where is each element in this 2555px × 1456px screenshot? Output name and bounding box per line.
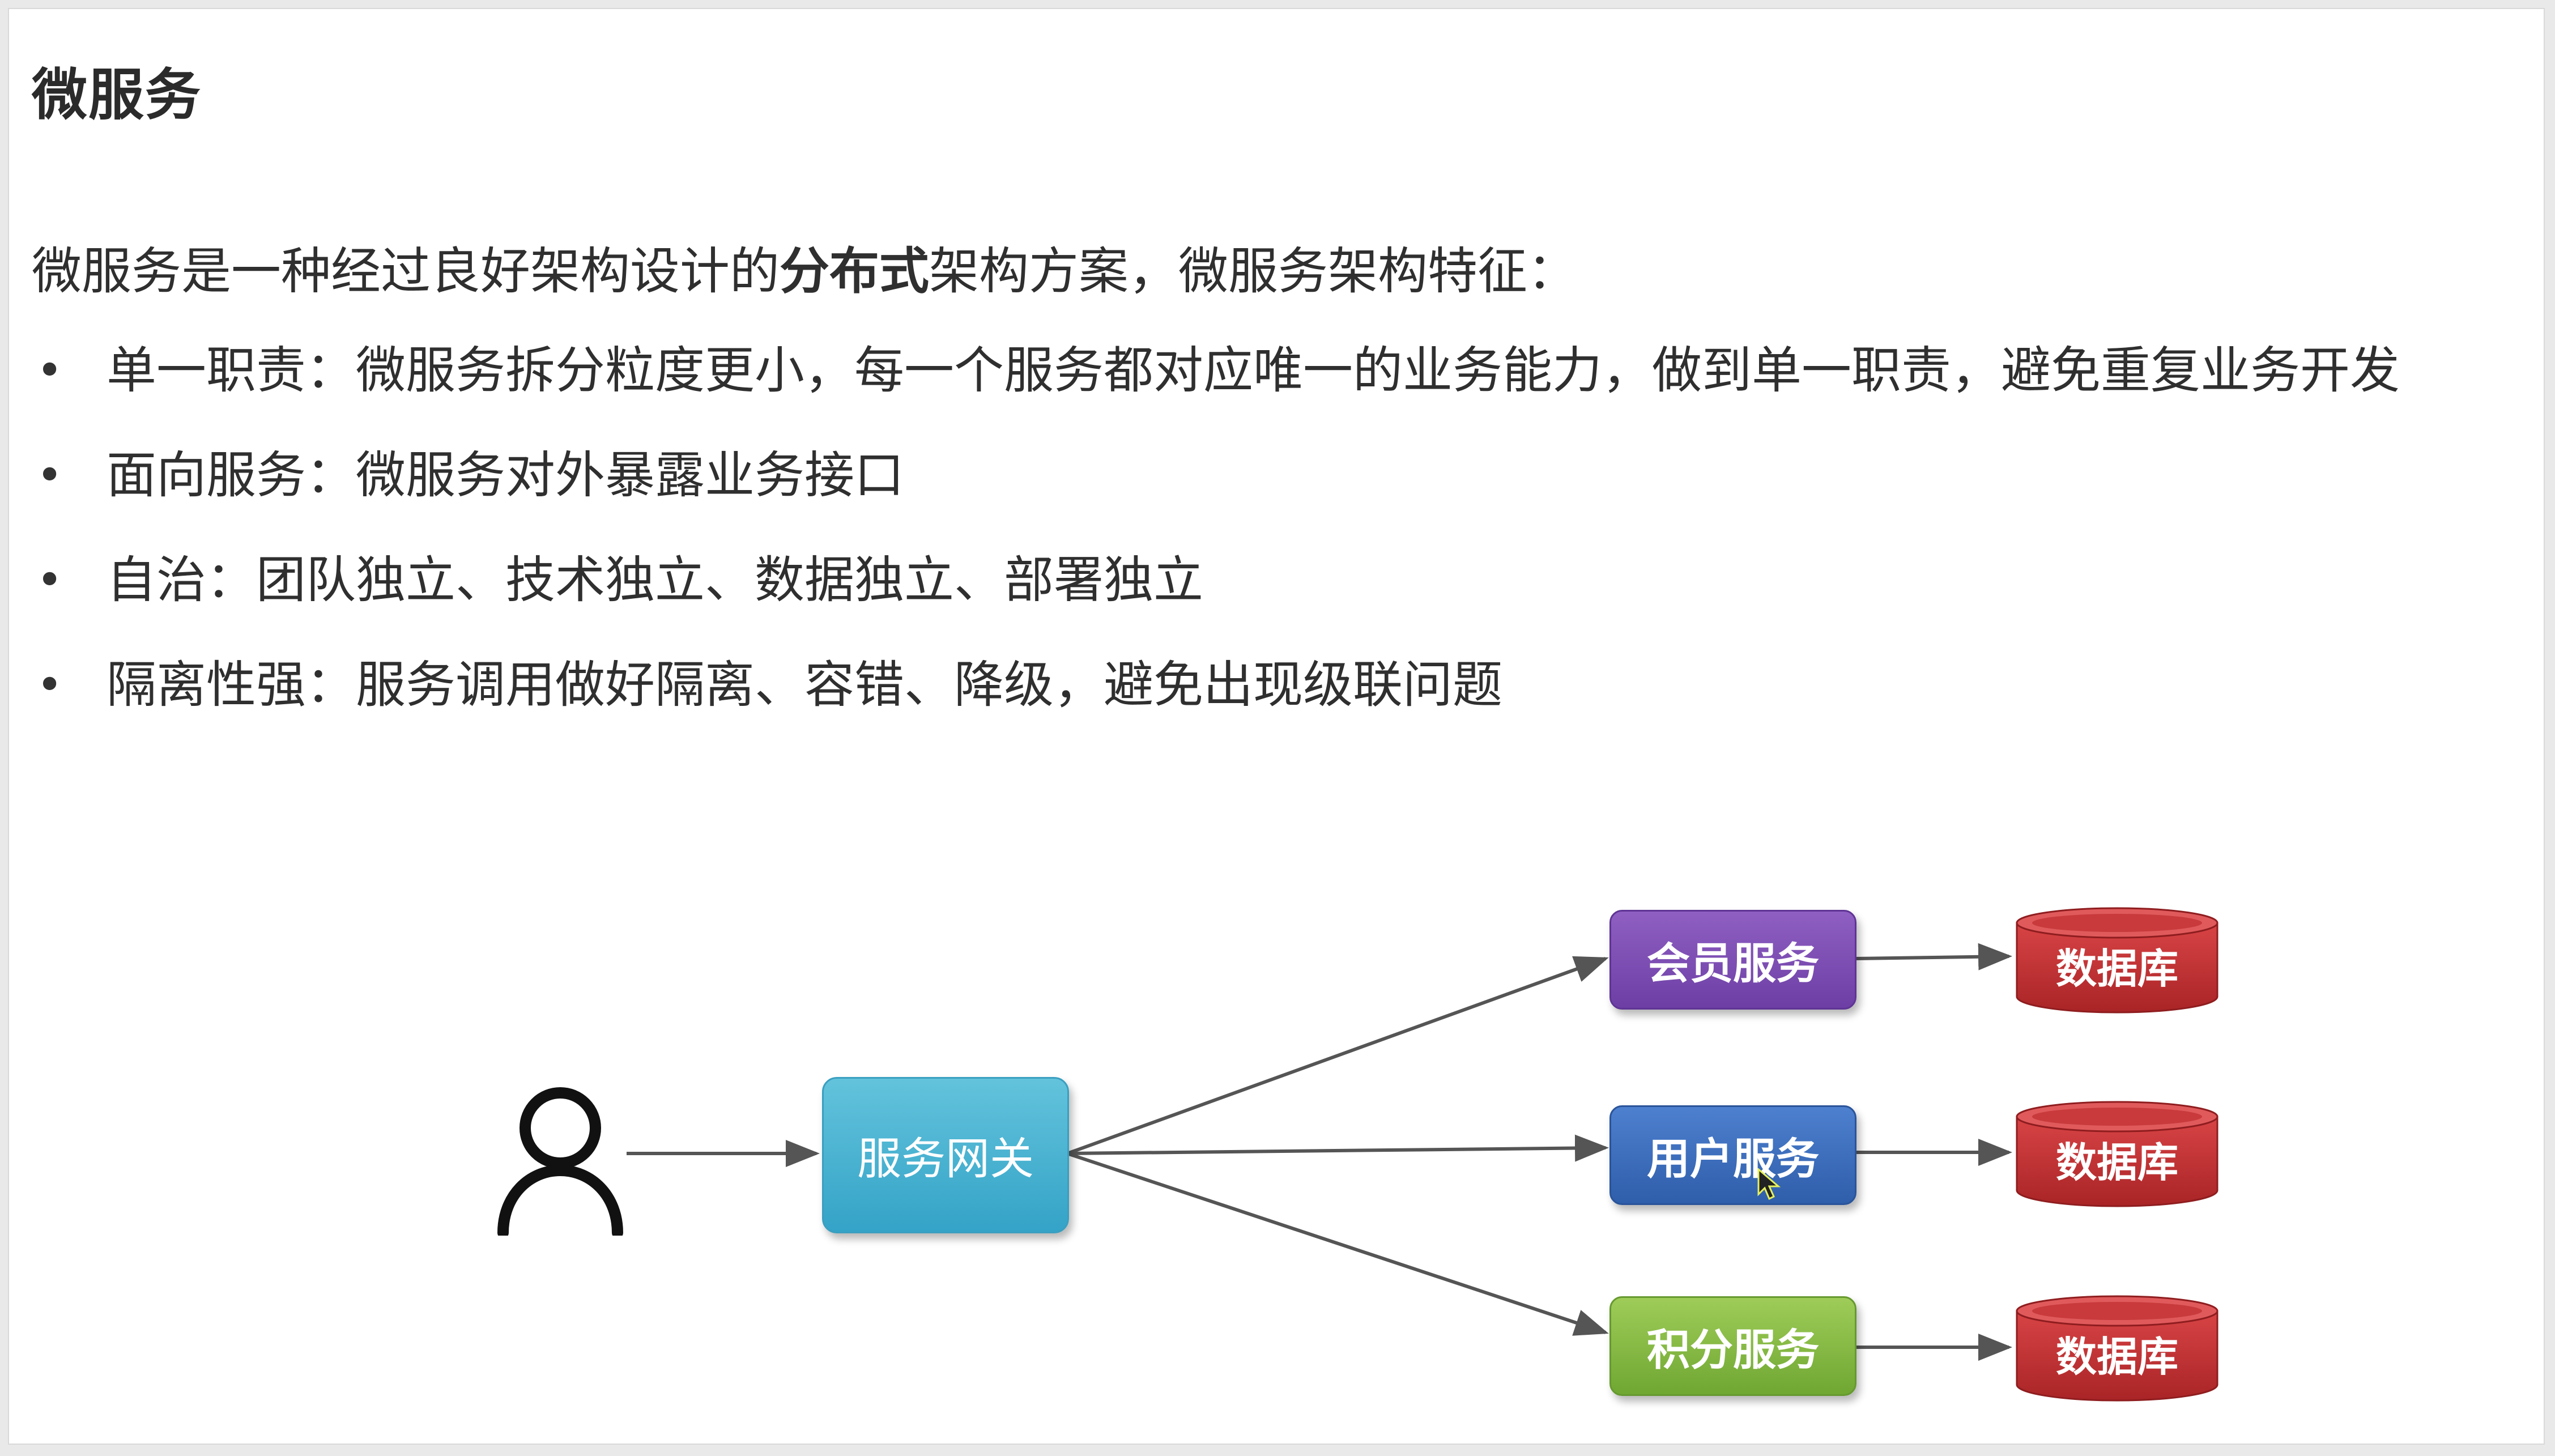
- database-icon: [2016, 1101, 2218, 1207]
- bullet-dot: •: [36, 449, 63, 501]
- feature-text: 面向服务：微服务对外暴露业务接口: [107, 446, 905, 504]
- slide: 微服务 微服务是一种经过良好架构设计的分布式架构方案，微服务架构特征： • 单一职…: [8, 8, 2545, 1445]
- edge-gateway-points: [1067, 1152, 1609, 1336]
- bullet-dot: •: [36, 658, 63, 711]
- mouse-cursor-icon: [1757, 1168, 1781, 1200]
- database-node: 数据库: [2015, 906, 2220, 1014]
- architecture-diagram: 服务网关 会员服务 用户服务 积分服务 数据库: [9, 9, 2546, 1446]
- edge-gateway-user: [1067, 1134, 1609, 1162]
- feature-item: • 自治：团队独立、技术独立、数据独立、部署独立: [32, 546, 2400, 651]
- edge-member-db: [1854, 943, 2012, 970]
- feature-item: • 面向服务：微服务对外暴露业务接口: [32, 441, 2400, 546]
- database-icon: [2016, 1295, 2218, 1402]
- database-label: 数据库: [2055, 944, 2178, 993]
- database-label: 数据库: [2055, 1332, 2178, 1381]
- intro-text: 微服务是一种经过良好架构设计的分布式架构方案，微服务架构特征：: [32, 231, 1577, 303]
- slide-title: 微服务: [32, 63, 202, 127]
- database-label: 数据库: [2055, 1138, 2178, 1186]
- bullet-dot: •: [36, 344, 63, 397]
- database-node: 数据库: [2015, 1294, 2220, 1402]
- database-icon: [2016, 907, 2218, 1014]
- user-service-node: 用户服务: [1609, 1105, 1856, 1205]
- feature-text: 单一职责：微服务拆分粒度更小，每一个服务都对应唯一的业务能力，做到单一职责，避免…: [107, 341, 2400, 399]
- intro-bold: 分布式: [780, 242, 930, 300]
- feature-list: • 单一职责：微服务拆分粒度更小，每一个服务都对应唯一的业务能力，做到单一职责，避…: [32, 337, 2400, 756]
- feature-text: 自治：团队独立、技术独立、数据独立、部署独立: [107, 551, 1204, 609]
- bullet-dot: •: [36, 554, 63, 606]
- edge-gateway-member: [1066, 956, 1609, 1155]
- member-service-node: 会员服务: [1609, 910, 1856, 1010]
- points-service-node: 积分服务: [1609, 1296, 1856, 1396]
- database-node: 数据库: [2015, 1100, 2220, 1207]
- user-icon: [497, 1087, 623, 1236]
- intro-before: 微服务是一种经过良好架构设计的: [32, 242, 780, 300]
- intro-after: 架构方案，微服务架构特征：: [929, 242, 1578, 300]
- gateway-node: 服务网关: [822, 1077, 1069, 1233]
- feature-text: 隔离性强：服务调用做好隔离、容错、降级，避免出现级联问题: [107, 655, 1503, 714]
- feature-item: • 单一职责：微服务拆分粒度更小，每一个服务都对应唯一的业务能力，做到单一职责，避…: [32, 337, 2400, 441]
- feature-item: • 隔离性强：服务调用做好隔离、容错、降级，避免出现级联问题: [32, 651, 2400, 756]
- diagram-arrows: [627, 943, 2012, 1361]
